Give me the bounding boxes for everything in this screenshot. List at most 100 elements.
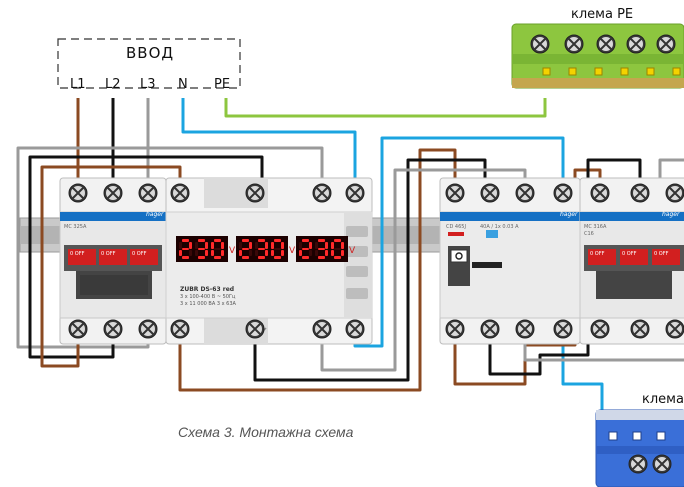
breaker-right-pos-2: 0 OFF [622, 251, 637, 257]
wire-l1-rcd-out [453, 168, 602, 386]
relay-reading-l2 [236, 236, 288, 262]
terminal-screw-top [553, 183, 573, 203]
seven-seg-segment [239, 241, 242, 249]
terminal-screw-bottom [68, 319, 88, 339]
terminal-screw-bottom [245, 319, 265, 339]
seven-seg-segment [301, 256, 310, 259]
pe-screw [530, 34, 550, 54]
terminal-screw-bottom [345, 319, 365, 339]
wire-l3-relay-rcd [320, 168, 527, 372]
seven-seg-segment [317, 247, 326, 251]
n-clamp-square [632, 431, 642, 441]
n-screw [628, 454, 648, 474]
terminal-screw-top [138, 183, 158, 203]
seven-seg-segment [299, 241, 302, 249]
wire-pe [224, 98, 547, 118]
pe-clamp-square [620, 67, 629, 76]
terminal-screws [68, 183, 684, 339]
seven-seg-segment [315, 250, 318, 257]
seven-seg-segment [281, 241, 284, 249]
terminal-screw-top [480, 183, 500, 203]
pe-clamp-square [646, 67, 655, 76]
seven-seg-segment [325, 241, 328, 249]
seven-seg-segment [317, 239, 326, 242]
terminal-screw-top [665, 183, 684, 203]
terminal-screw-top [445, 183, 465, 203]
breaker-left-pos-3: 0 OFF [132, 251, 147, 257]
terminal-screw-bottom [590, 319, 610, 339]
seven-seg-segment [241, 239, 250, 242]
breaker-right-type: C16 [584, 231, 594, 237]
terminal-n: N [178, 77, 188, 92]
seven-seg-segment [221, 250, 224, 257]
seven-seg-segment [273, 247, 282, 251]
seven-seg-segment [331, 241, 334, 249]
terminal-screw-bottom [312, 319, 332, 339]
pe-clamp-square [542, 67, 551, 76]
terminal-screw-bottom [170, 319, 190, 339]
terminal-screw-top [590, 183, 610, 203]
seven-seg-segment [333, 256, 342, 259]
seven-seg-segment [271, 250, 274, 257]
pe-clamp-square [672, 67, 681, 76]
brand-rcd: hager [560, 211, 578, 218]
pe-screw [596, 34, 616, 54]
seven-seg-segment [197, 256, 206, 259]
seven-seg-segment [255, 250, 258, 257]
terminal-pe: PE [214, 77, 231, 92]
rcd-rating: 40A / 1x 0.03 A [480, 224, 519, 230]
seven-seg-segment [273, 256, 282, 259]
breaker-left-model: MC 325A [64, 224, 87, 230]
relay-reading-l3 [296, 236, 348, 262]
wire-l1-relay-rcd [178, 148, 457, 392]
seven-seg-segment [341, 241, 344, 249]
brand-left: hager [146, 211, 164, 218]
n-clamp-square [656, 431, 666, 441]
seven-seg-segment [213, 247, 222, 251]
relay-unit-3: V [349, 246, 356, 256]
wire-l1-loop [40, 165, 182, 368]
seven-seg-segment [325, 250, 328, 257]
seven-seg-segment [257, 247, 266, 251]
n-clamp-square [608, 431, 618, 441]
brand-right: hager [662, 211, 680, 218]
seven-seg-segment [239, 250, 242, 257]
seven-seg-segment [205, 241, 208, 249]
seven-seg-segment [301, 239, 310, 242]
pe-block-label: клема PE [571, 7, 634, 22]
seven-seg-segment [265, 250, 268, 257]
pe-screw [564, 34, 584, 54]
seven-seg-segment [181, 256, 190, 259]
seven-seg-segment [189, 250, 192, 257]
diagram-caption: Схема 3. Монтажна схема [178, 424, 354, 440]
terminal-screw-top [68, 183, 88, 203]
terminal-l1: L1 [70, 77, 86, 92]
seven-seg-segment [195, 241, 198, 249]
terminal-screw-bottom [480, 319, 500, 339]
pe-clamp-square [568, 67, 577, 76]
pe-clamp-square [594, 67, 603, 76]
terminal-screw-bottom [445, 319, 465, 339]
terminal-screw-top [312, 183, 332, 203]
breaker-left [59, 177, 167, 345]
input-box [57, 38, 241, 89]
seven-seg-segment [213, 256, 222, 259]
seven-seg-segment [211, 241, 214, 249]
seven-seg-segment [241, 247, 250, 251]
n-busbar [595, 409, 684, 487]
seven-seg-segment [317, 256, 326, 259]
seven-seg-segment [271, 241, 274, 249]
terminal-screw-top [515, 183, 535, 203]
relay-model: ZUBR DS-63 red [180, 286, 235, 293]
seven-seg-segment [315, 241, 318, 249]
seven-seg-segment [241, 256, 250, 259]
seven-seg-segment [309, 250, 312, 257]
seven-seg-segment [213, 239, 222, 242]
seven-seg-segment [331, 250, 334, 257]
seven-seg-segment [265, 241, 268, 249]
n-block-label: клема N [642, 392, 684, 407]
terminal-screw-bottom [630, 319, 650, 339]
seven-seg-segment [341, 250, 344, 257]
terminal-screw-top [103, 183, 123, 203]
terminal-screw-top [245, 183, 265, 203]
